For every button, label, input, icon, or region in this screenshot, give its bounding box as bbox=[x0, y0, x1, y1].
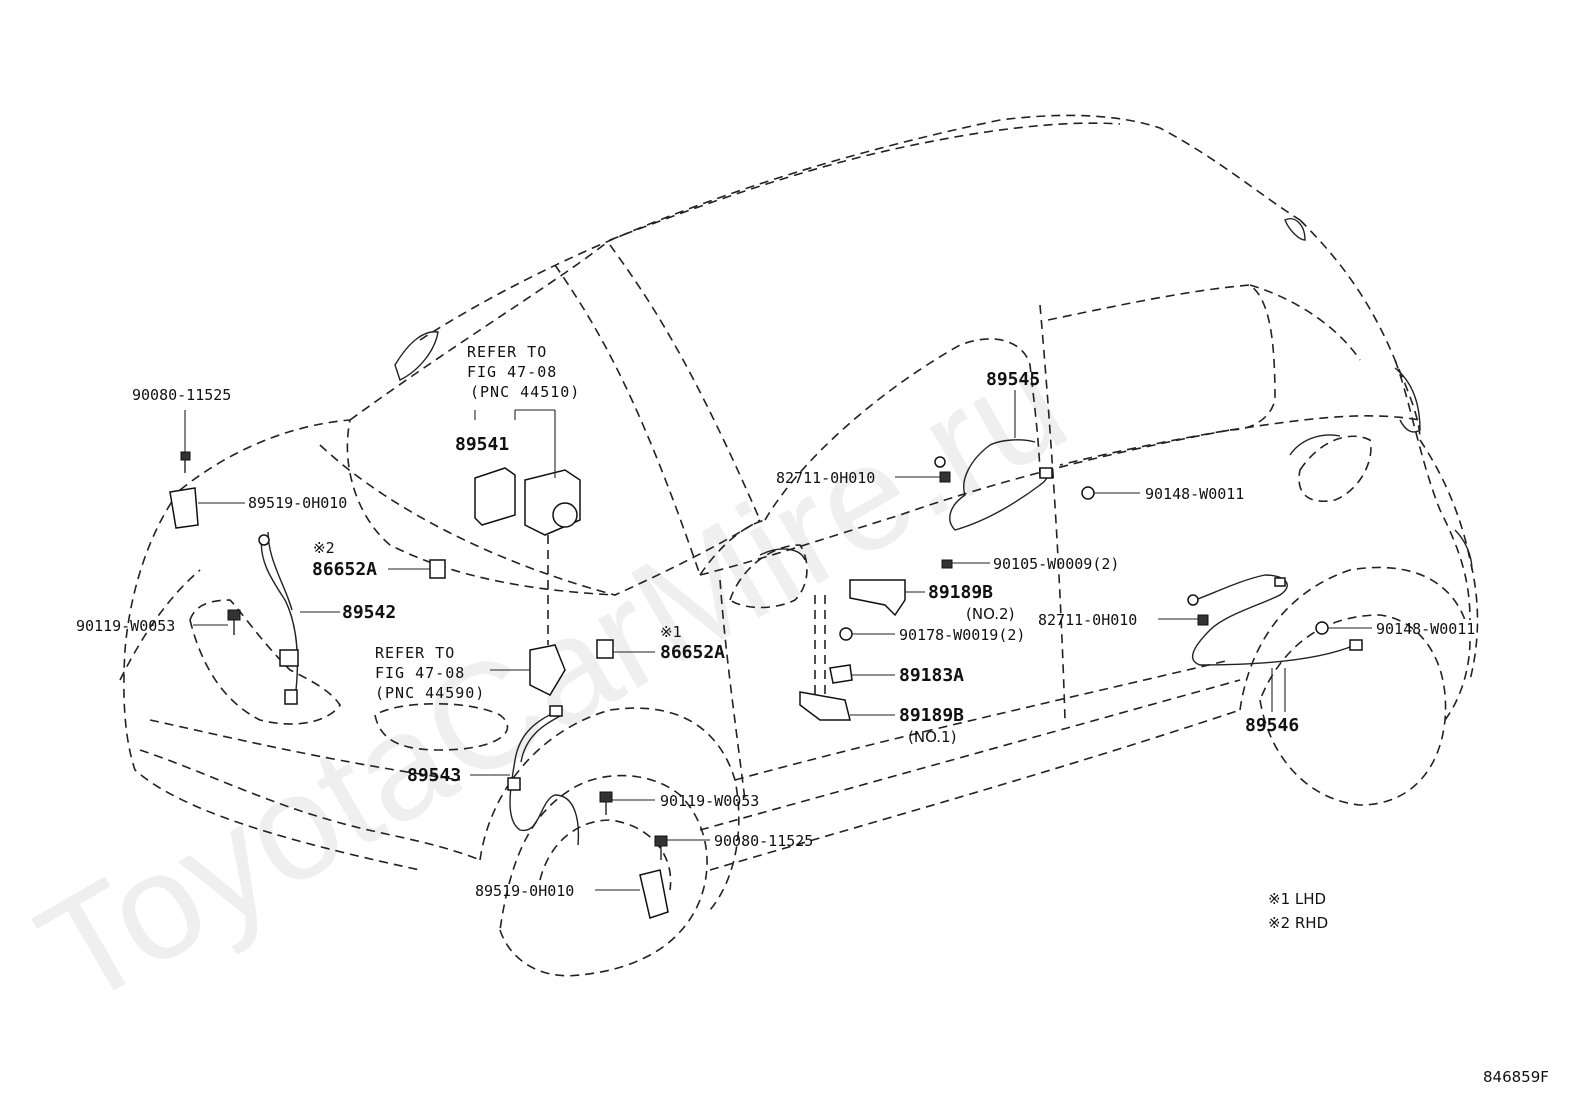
label-89519-0h010-b: 89519-0H010 bbox=[475, 882, 574, 900]
bracket-89189b-no1 bbox=[799, 691, 895, 721]
car-body-outline bbox=[119, 114, 1479, 977]
car-body-accents bbox=[394, 218, 1473, 571]
abs-actuator-89541 bbox=[474, 409, 581, 536]
ref-mid-line-2: FIG 47-08 bbox=[375, 664, 465, 682]
label-89519-0h010-a: 89519-0H010 bbox=[248, 494, 347, 512]
part-labels: 90080-11525 89519-0H010 ※2 86652A 89542 … bbox=[76, 343, 1549, 1086]
marker-rhd: ※2 bbox=[313, 539, 335, 557]
label-89189b-a: 89189B bbox=[928, 582, 993, 603]
label-90119-w0053-b: 90119-W0053 bbox=[660, 792, 759, 810]
ref-mid-line-1: REFER TO bbox=[375, 644, 455, 662]
diagram-code: 846859F bbox=[1483, 1068, 1549, 1086]
marker-lhd: ※1 bbox=[660, 623, 682, 641]
screw-90105-w0009 bbox=[941, 559, 990, 569]
clamp-89519-0h010-front-left bbox=[169, 487, 245, 529]
label-89183a: 89183A bbox=[899, 665, 964, 686]
clamp-89519-0h010-front bbox=[595, 869, 669, 919]
ref-top-line-3: (PNC 44510) bbox=[470, 383, 580, 401]
note-lhd: ※1 LHD bbox=[1268, 890, 1326, 908]
sensor-harness-89546 bbox=[1187, 574, 1363, 712]
label-no2: (NO.2) bbox=[966, 605, 1014, 623]
label-86652a-a: 86652A bbox=[312, 559, 377, 580]
clip-82711-0h010-b bbox=[1158, 614, 1209, 626]
label-82711-0h010-b: 82711-0H010 bbox=[1038, 611, 1137, 629]
label-89543: 89543 bbox=[407, 765, 461, 786]
label-90148-w0011-b: 90148-W0011 bbox=[1376, 620, 1475, 638]
label-90105-w0009: 90105-W0009(2) bbox=[993, 555, 1119, 573]
bolt-90080-11525-front bbox=[654, 835, 710, 860]
label-89546: 89546 bbox=[1245, 715, 1299, 736]
bolt-90119-w0053-front bbox=[599, 791, 655, 815]
sensor-harness-89543 bbox=[470, 705, 580, 846]
ref-top-line-2: FIG 47-08 bbox=[467, 363, 557, 381]
label-90080-11525-b: 90080-11525 bbox=[714, 832, 813, 850]
label-86652a-b: 86652A bbox=[660, 642, 725, 663]
actuator-bracket bbox=[490, 535, 566, 696]
note-rhd: ※2 RHD bbox=[1268, 914, 1328, 932]
clip-86652a-left bbox=[388, 559, 446, 579]
bolt-90119-w0053-left bbox=[193, 609, 241, 635]
label-89189b-b: 89189B bbox=[899, 705, 964, 726]
label-no1: (NO.1) bbox=[908, 728, 956, 746]
bracket-89183a bbox=[829, 664, 895, 684]
label-82711-0h010-a: 82711-0H010 bbox=[776, 469, 875, 487]
clip-82711-0h010-a bbox=[895, 471, 951, 483]
ref-mid-line-3: (PNC 44590) bbox=[375, 684, 485, 702]
label-89542: 89542 bbox=[342, 602, 396, 623]
sensor-harness-89542 bbox=[258, 531, 340, 705]
bolt-90080-11525-front-left bbox=[180, 410, 191, 473]
clip-86652a-center bbox=[596, 639, 655, 659]
ref-top-line-1: REFER TO bbox=[467, 343, 547, 361]
label-89545: 89545 bbox=[986, 369, 1040, 390]
label-90080-11525-a: 90080-11525 bbox=[132, 386, 231, 404]
nut-90148-w0011-a bbox=[1081, 486, 1140, 500]
sensor-harness-89545 bbox=[934, 390, 1053, 531]
label-89541: 89541 bbox=[455, 434, 509, 455]
label-90119-w0053-a: 90119-W0053 bbox=[76, 617, 175, 635]
bracket-89189b-no2 bbox=[814, 579, 925, 700]
label-90178-w0019: 90178-W0019(2) bbox=[899, 626, 1025, 644]
nut-90178-w0019 bbox=[839, 627, 895, 641]
label-90148-w0011-a: 90148-W0011 bbox=[1145, 485, 1244, 503]
nut-90148-w0011-b bbox=[1315, 621, 1372, 635]
